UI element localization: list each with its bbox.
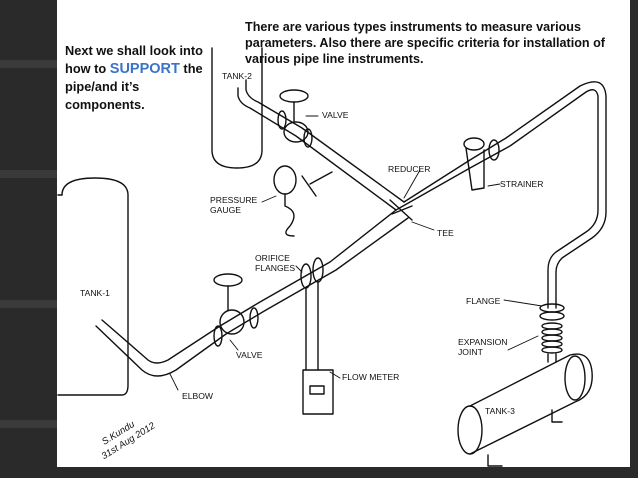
tank1-label: TANK-1	[80, 288, 110, 298]
side-note-text-end: the pipe/and it’s components.	[65, 61, 203, 112]
frame-stripe	[0, 60, 57, 68]
upper-valve	[277, 89, 313, 148]
expansion-joint	[541, 322, 563, 363]
pressure-gauge	[273, 165, 333, 237]
joint-label: JOINT	[458, 347, 484, 357]
gauge-label: GAUGE	[210, 205, 241, 215]
flow-meter	[302, 369, 334, 415]
top-note: There are various types instruments to m…	[245, 20, 605, 66]
tank2-label: TANK-2	[222, 71, 252, 81]
tee-label: TEE	[437, 228, 454, 238]
side-note-text: Next we shall look into how to	[65, 43, 203, 76]
pressure-label: PRESSURE	[210, 195, 258, 205]
tee-fitting	[389, 199, 413, 221]
frame-stripe	[0, 300, 57, 308]
bottom-frame-band	[0, 467, 638, 478]
orifice-flanges	[300, 257, 324, 371]
leader-lines	[169, 115, 543, 391]
tank-2	[211, 47, 263, 169]
flange	[539, 303, 565, 321]
elbow-label: ELBOW	[182, 391, 214, 401]
frame-stripe	[0, 170, 57, 178]
valve-lower-label: VALVE	[236, 350, 263, 360]
signature: S.Kundu 31st Aug 2012	[100, 419, 158, 462]
strainer-label: STRAINER	[500, 179, 543, 189]
tank-1	[57, 177, 129, 396]
flange-label: FLANGE	[466, 296, 501, 306]
lower-valve	[213, 273, 259, 347]
expansion-label: EXPANSION	[458, 337, 508, 347]
tank-3	[457, 353, 593, 467]
flanges-label: FLANGES	[255, 263, 295, 273]
side-note: Next we shall look into how to SUPPORT t…	[65, 42, 207, 114]
orifice-label: ORIFICE	[255, 253, 290, 263]
support-highlight: SUPPORT	[109, 61, 180, 77]
right-frame-band	[630, 0, 638, 478]
frame-stripe	[0, 420, 57, 428]
tank3-label: TANK-3	[485, 406, 515, 416]
left-frame-band	[0, 0, 57, 478]
flow-meter-label: FLOW METER	[342, 372, 399, 382]
strainer	[463, 137, 500, 191]
reducer-label: REDUCER	[388, 164, 431, 174]
main-pipe	[395, 81, 607, 309]
valve-upper-label: VALVE	[322, 110, 349, 120]
upper-pipe	[237, 79, 405, 211]
